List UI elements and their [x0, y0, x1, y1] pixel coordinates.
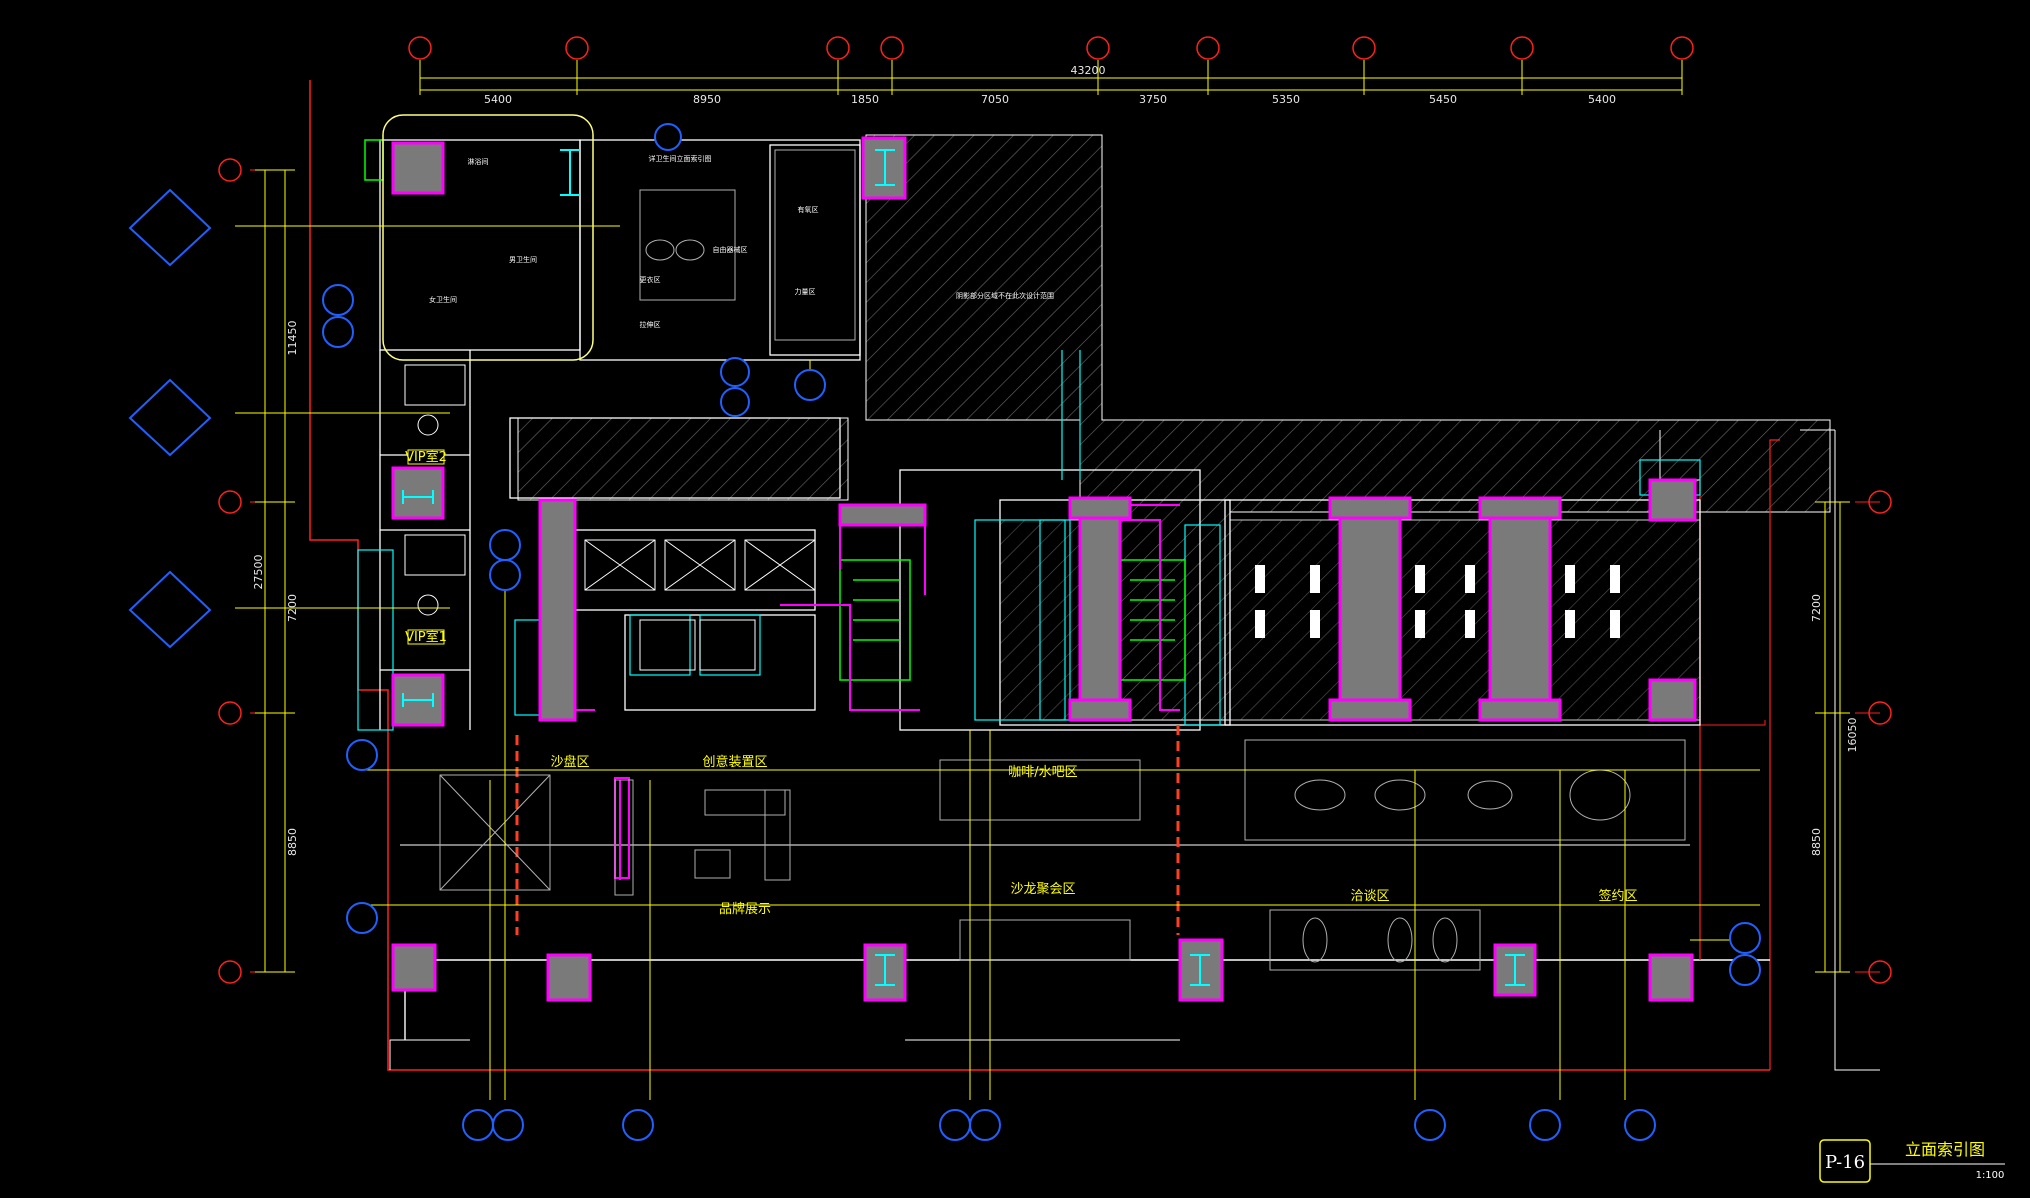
label-signing: 签约区 [1598, 888, 1637, 904]
label-bath: 淋浴间 [468, 157, 489, 166]
elevators [584, 539, 816, 671]
dim-top-7: 5450 [1429, 93, 1457, 106]
dim-left-1: 11450 [286, 321, 299, 356]
steel-column-marks [402, 149, 1525, 986]
dim-right-2: 8850 [1810, 828, 1823, 856]
dim-top-6: 5350 [1272, 93, 1300, 106]
furniture [439, 149, 1686, 971]
vip-furniture [404, 364, 466, 616]
interior-walls [379, 139, 1701, 731]
title-block: P-16 立面索引图 1:100 [1819, 1139, 2005, 1183]
sheet-code: P-16 [1825, 1152, 1865, 1173]
axis-bubbles [218, 36, 1892, 984]
toilet-highlight-outline [382, 114, 594, 361]
label-hatch-note: 阴影部分区域不在此次设计范围 [956, 291, 1054, 300]
dim-left-3: 8850 [286, 828, 299, 856]
label-elevation-note: 详卫生间立面索引图 [649, 154, 712, 163]
zone-boundary-dashed [515, 725, 1180, 935]
dim-top-8: 5400 [1588, 93, 1616, 106]
label-creative: 创意装置区 [702, 754, 767, 770]
right-dimension-labels: 7200 8850 16050 [1810, 594, 1859, 856]
dim-left-2: 7200 [286, 594, 299, 622]
elevation-index-symbols [128, 123, 1761, 1141]
cyan-elements [357, 350, 1701, 731]
dim-overall-top: 43200 [1071, 64, 1106, 77]
right-zone-fixtures [1255, 565, 1620, 638]
label-power-zone: 力量区 [795, 287, 816, 296]
label-wc-male: 男卫生间 [509, 255, 537, 264]
label-free-weight: 自由器械区 [713, 245, 748, 254]
right-dimension-chain [1815, 501, 1850, 973]
dim-top-5: 3750 [1139, 93, 1167, 106]
sheet-scale: 1:100 [1976, 1170, 2005, 1181]
label-vip2: VIP室2 [405, 449, 447, 465]
label-wc-female: 女卫生间 [429, 295, 457, 304]
dim-top-1: 5400 [484, 93, 512, 106]
top-dimension-chain [419, 60, 1683, 95]
label-salon: 沙龙聚会区 [1010, 882, 1075, 897]
room-labels: VIP室2 VIP室1 沙盘区 创意装置区 咖啡/水吧区 沙龙聚会区 品牌展示 … [405, 154, 1637, 917]
label-vip1: VIP室1 [405, 629, 447, 645]
label-sand-table: 沙盘区 [550, 754, 589, 770]
label-stretch: 拉伸区 [640, 320, 661, 329]
dim-left-overall: 27500 [252, 555, 265, 590]
column-caps [1068, 496, 1562, 722]
label-coffee-bar: 咖啡/水吧区 [1008, 765, 1077, 780]
dim-right-overall: 16050 [1846, 718, 1859, 753]
dim-top-4: 7050 [981, 93, 1009, 106]
sheet-title: 立面索引图 [1905, 1140, 1985, 1159]
dim-right-1: 7200 [1810, 594, 1823, 622]
label-negotiation: 洽谈区 [1350, 889, 1389, 904]
left-dimension-chain [255, 169, 295, 973]
label-changing: 更衣区 [640, 275, 661, 284]
dim-top-3: 1850 [851, 93, 879, 106]
label-brand: 品牌展示 [719, 901, 771, 917]
top-dimension-labels: 43200 5400 8950 1850 7050 3750 5350 5450… [484, 64, 1616, 106]
label-cardio: 有氧区 [798, 205, 819, 214]
dim-top-2: 8950 [693, 93, 721, 106]
left-dimension-labels: 27500 11450 7200 8850 [252, 321, 299, 857]
grid-lines [235, 225, 1760, 1100]
